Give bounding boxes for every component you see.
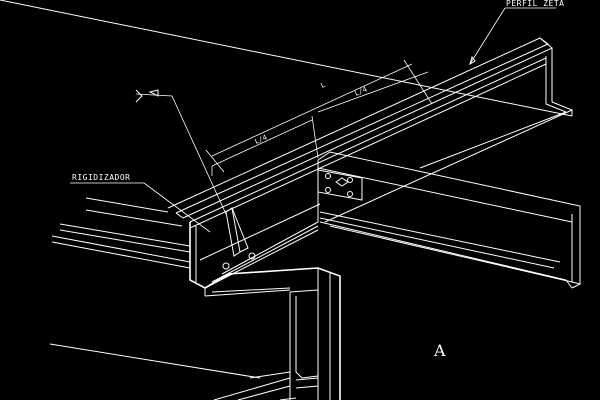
dimension-lines — [205, 59, 433, 176]
dim-label-quarter-right: L/4 — [354, 85, 369, 97]
connection-plate — [317, 169, 363, 201]
main-box-section — [189, 207, 319, 289]
dim-label-total: L — [320, 81, 327, 90]
right-channel — [317, 151, 582, 289]
zeta-purlin — [0, 0, 574, 261]
front-channel — [49, 267, 341, 400]
label-rigidizador: RIGIDIZADOR — [72, 173, 130, 182]
left-beam — [51, 197, 191, 269]
view-label: A — [433, 341, 446, 360]
dim-label-quarter-left: L/4 — [254, 133, 269, 145]
label-perfil-zeta: PERFIL ZETA — [506, 0, 564, 8]
leader-lines — [70, 7, 556, 233]
